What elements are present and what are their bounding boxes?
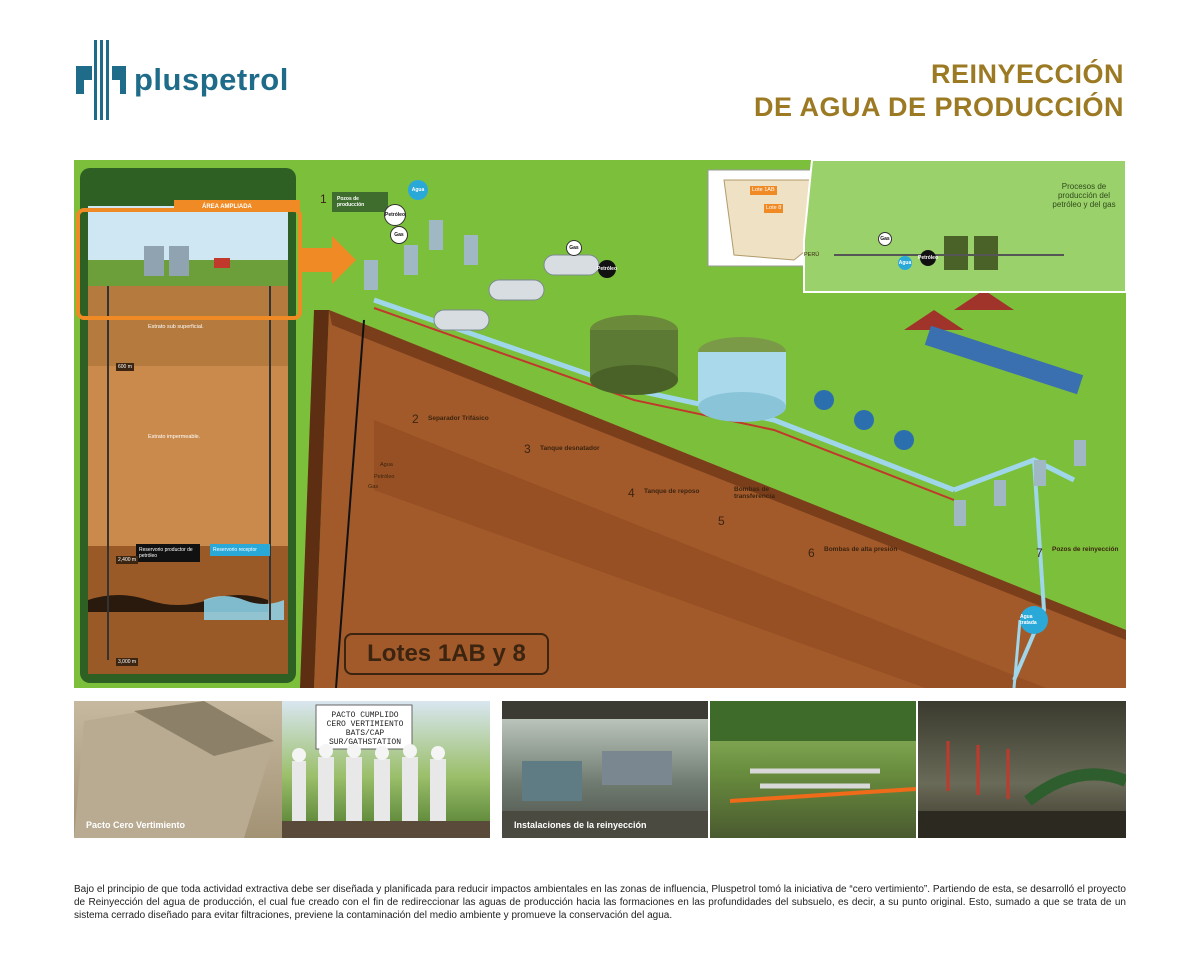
title-line-1: REINYECCIÓN [930, 59, 1124, 89]
body-text: Bajo el principio de que toda actividad … [74, 884, 1126, 921]
transfer-pumps [814, 390, 914, 450]
stratum-sub-surface [88, 286, 288, 366]
stratum-note: Estrato sub superficial. [148, 324, 204, 330]
step-1-title: Pozos de producción [337, 196, 365, 208]
step-7-number: 7 [1036, 546, 1043, 560]
concrete-plaque-image [74, 701, 274, 838]
photo-team-sign: PACTO CUMPLIDO CERO VERTIMIENTO BATS/CAP… [282, 701, 490, 838]
depth-3000: 3,000 m [116, 658, 139, 666]
soil-stratum [374, 420, 1046, 688]
bubble-water: Agua [898, 256, 912, 270]
bubble-water: Agua [408, 180, 428, 200]
step-2-title: Separador Trifásico [428, 415, 489, 422]
step-7-title: Pozos de reinyección [1052, 546, 1119, 553]
tank-icon [974, 236, 998, 270]
treated-water-pipe [1012, 619, 1022, 688]
zoom-arrow-icon [302, 236, 356, 284]
reservoir-producer-note: Reservorio productor de petróleo [136, 544, 200, 562]
process-inset [803, 160, 1126, 293]
map-label-peru: PERÚ [804, 252, 820, 258]
team-photo-image [282, 704, 490, 838]
area-label: ÁREA AMPLIADA [202, 204, 252, 210]
bubble-oil: Petróleo [597, 260, 617, 278]
well-label-oil: Petróleo [374, 474, 395, 480]
map-label-lote-1ab: Lote 1AB [750, 186, 777, 195]
map-label-lote-8: Lote 8 [764, 204, 784, 213]
pluspetrol-logo-icon [76, 40, 126, 120]
water-reservoir [204, 596, 284, 620]
step-5-number: 5 [718, 514, 725, 528]
bubble-gas: Gas [566, 240, 582, 256]
depth-2400: 2,400 m [116, 556, 139, 564]
building-icon [214, 258, 230, 268]
process-inset-title: Procesos de producción del petróleo y de… [1052, 182, 1116, 209]
three-phase-separators [433, 254, 600, 331]
step-1-number: 1 [320, 192, 327, 206]
step-6-number: 6 [808, 546, 815, 560]
well-label-gas: Gas [368, 484, 379, 490]
photo-caption: Instalaciones de la reinyección [514, 820, 647, 830]
manifold-photo-image [918, 741, 1126, 838]
facility-photo-image [502, 701, 708, 838]
photo-caption: Pacto Cero Vertimiento [86, 820, 186, 830]
step-3-number: 3 [524, 442, 531, 456]
bubble-gas: Gas [390, 226, 408, 244]
soil-edge [329, 310, 1126, 640]
soil-cross-section [314, 310, 1126, 688]
step-3-title: Tanque desnatador [540, 445, 600, 452]
step-4-number: 4 [628, 486, 635, 500]
depth-600: 600 m [116, 363, 134, 371]
photo-pipes-field [710, 701, 916, 838]
photo-injection-manifold [918, 701, 1126, 838]
tank-icon [169, 246, 189, 276]
injection-wellheads [954, 440, 1086, 526]
title-line-2: DE AGUA DE PRODUCCIÓN [753, 92, 1124, 122]
production-wellheads [364, 220, 478, 290]
tank-icon [144, 246, 164, 276]
photo-pacto-cero-vertimiento: Pacto Cero Vertimiento [74, 701, 282, 838]
soil-side [300, 310, 329, 688]
step-1-callout: Pozos de producción [332, 192, 388, 212]
well-label-water: Agua [380, 462, 393, 468]
pipes-photo-image [710, 701, 916, 803]
bubble-oil: Petróleo [918, 250, 938, 266]
bubble-treated-water: Agua tratada [1020, 606, 1048, 634]
reservoir-receiver-note: Reservorio receptor [210, 544, 270, 556]
stratum-impermeable [88, 366, 288, 546]
lotes-label: Lotes 1AB y 8 [344, 633, 549, 675]
step-6-title: Bombas de alta presión [824, 546, 898, 553]
infographic-scene [74, 160, 1126, 688]
sign-text: PACTO CUMPLIDO CERO VERTIMIENTO BATS/CAP… [326, 711, 404, 747]
step-4-title: Tanque de reposo [644, 488, 700, 495]
step-2-number: 2 [412, 412, 419, 426]
page-title: REINYECCIÓN DE AGUA DE PRODUCCIÓN [754, 58, 1124, 124]
stratum-note: Estrato impermeable. [148, 434, 201, 440]
bubble-oil: Petróleo [384, 204, 406, 226]
pipe-oil [373, 307, 955, 501]
main-well-line [335, 319, 365, 688]
area-label-bg [174, 200, 300, 212]
photo-reinjection-facilities: Instalaciones de la reinyección [502, 701, 708, 838]
pluspetrol-logo: pluspetrol [74, 40, 289, 120]
tank-icon [944, 236, 968, 270]
step-5-title: Bombas de transferencia [734, 486, 775, 500]
bubble-gas: Gas [878, 232, 892, 246]
reinjection-infographic: ÁREA AMPLIADA Estrato sub superficial. E… [74, 160, 1126, 688]
brand-name: pluspetrol [134, 62, 289, 97]
